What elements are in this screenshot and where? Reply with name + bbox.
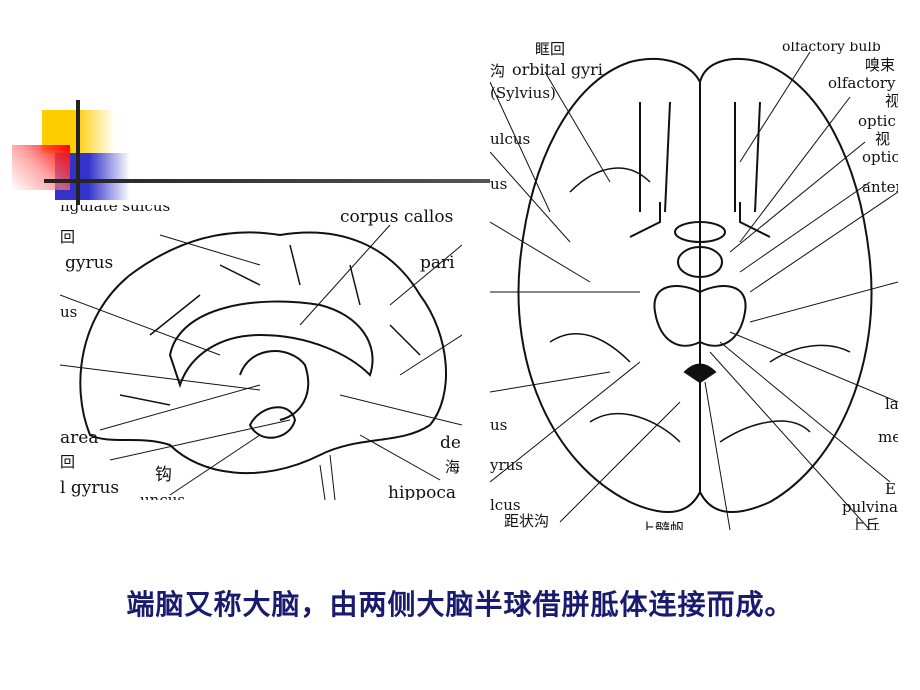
label: 回 <box>60 228 76 246</box>
label: us <box>490 416 508 434</box>
decor-red-square <box>12 145 70 190</box>
label: E <box>885 480 896 498</box>
label: 视 <box>885 92 898 110</box>
label: orbital gyri <box>512 60 603 79</box>
label: gyrus <box>65 253 114 273</box>
label: pari <box>420 253 455 273</box>
label: yrus <box>490 456 524 474</box>
label: corpus callos <box>340 207 454 227</box>
label: hippoca <box>388 483 457 501</box>
label: (Sylvius) <box>490 84 556 102</box>
label: 海 <box>445 458 461 476</box>
label: optic <box>858 112 896 130</box>
decor-horizontal-line <box>44 179 494 183</box>
label: ulcus <box>490 130 531 148</box>
label: olfactory bulb <box>782 42 881 55</box>
medial-brain-figure: ngulate sulcus 回 gyrus us corpus callos … <box>60 205 462 500</box>
label: ngulate sulcus <box>60 205 171 215</box>
label: 沟 <box>490 62 506 80</box>
label: 视 <box>875 130 891 148</box>
inferior-brain-figure: 眶回 orbital gyri 沟 (Sylvius) ulcus us olf… <box>490 42 898 530</box>
label: anter <box>862 178 898 196</box>
label: 距状沟 <box>504 512 550 530</box>
decor-vertical-line <box>76 100 80 205</box>
label: us <box>60 303 78 321</box>
label: de <box>440 433 461 453</box>
label: me <box>878 428 898 446</box>
label: 钩 <box>155 465 172 485</box>
label: 嗅束 <box>865 56 896 74</box>
label: 上丘 <box>850 516 881 531</box>
label: lcus <box>490 496 521 514</box>
label: 眶回 <box>535 42 566 58</box>
label: l gyrus <box>60 478 120 498</box>
label: us <box>490 175 508 193</box>
label: optic <box>862 148 898 166</box>
label: 回 <box>60 453 76 471</box>
label: pulvina <box>842 498 898 516</box>
slide-caption: 端脑又称大脑，由两侧大脑半球借胼胝体连接而成。 <box>126 588 794 621</box>
label: la <box>885 395 898 413</box>
label: area <box>60 428 99 448</box>
label: olfactory <box>828 74 896 92</box>
label: uncus <box>140 491 186 501</box>
label: 上髓帆 <box>640 520 686 531</box>
